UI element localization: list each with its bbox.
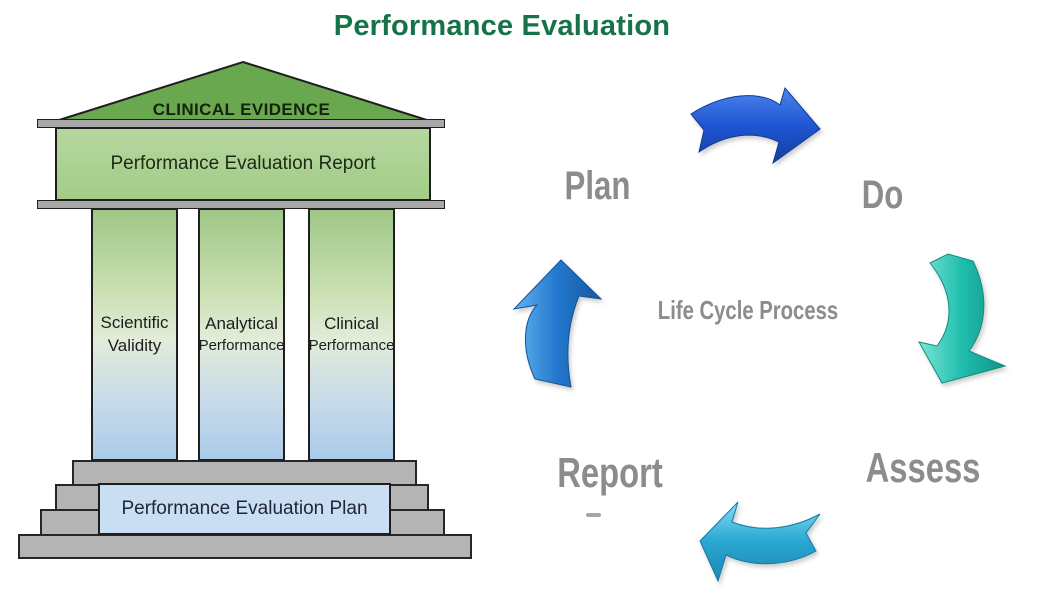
pillar-label-line1: Analytical [205,313,278,333]
arrow-do-to-assess [918,253,1007,384]
cycle-label-do: Do [861,173,904,217]
arrow-plan-to-do [690,86,821,165]
pillar-analytical-performance: Analytical Performance [198,208,285,461]
stray-mark [586,513,601,517]
base-step-4 [18,534,472,559]
cycle-label-report: Report [557,449,663,496]
plan-label: Performance Evaluation Plan [121,498,368,519]
cycle-center-label: Life Cycle Process [657,295,839,325]
cycle-label-assess: Assess [865,444,981,491]
arrow-report-to-plan [512,259,602,388]
pillar-label-line2: Validity [107,335,162,355]
page-title: Performance Evaluation [333,10,671,42]
pillar-clinical-performance: Clinical Performance [308,208,395,461]
pediment-label: CLINICAL EVIDENCE [152,100,331,119]
plan-box: Performance Evaluation Plan [98,483,391,535]
entablature-box: Performance Evaluation Report [55,127,431,201]
arrow-assess-to-report [699,501,821,583]
pillar-scientific-validity: Scientific Validity [91,208,178,461]
pillar-label-line1: Scientific [100,312,169,332]
pillar-label-line2: Performance [308,336,395,354]
entablature-label: Performance Evaluation Report [110,153,376,174]
pillar-label-line1: Clinical [324,313,379,333]
pillar-label-line2: Performance [198,336,285,354]
cycle-label-plan: Plan [564,164,631,208]
